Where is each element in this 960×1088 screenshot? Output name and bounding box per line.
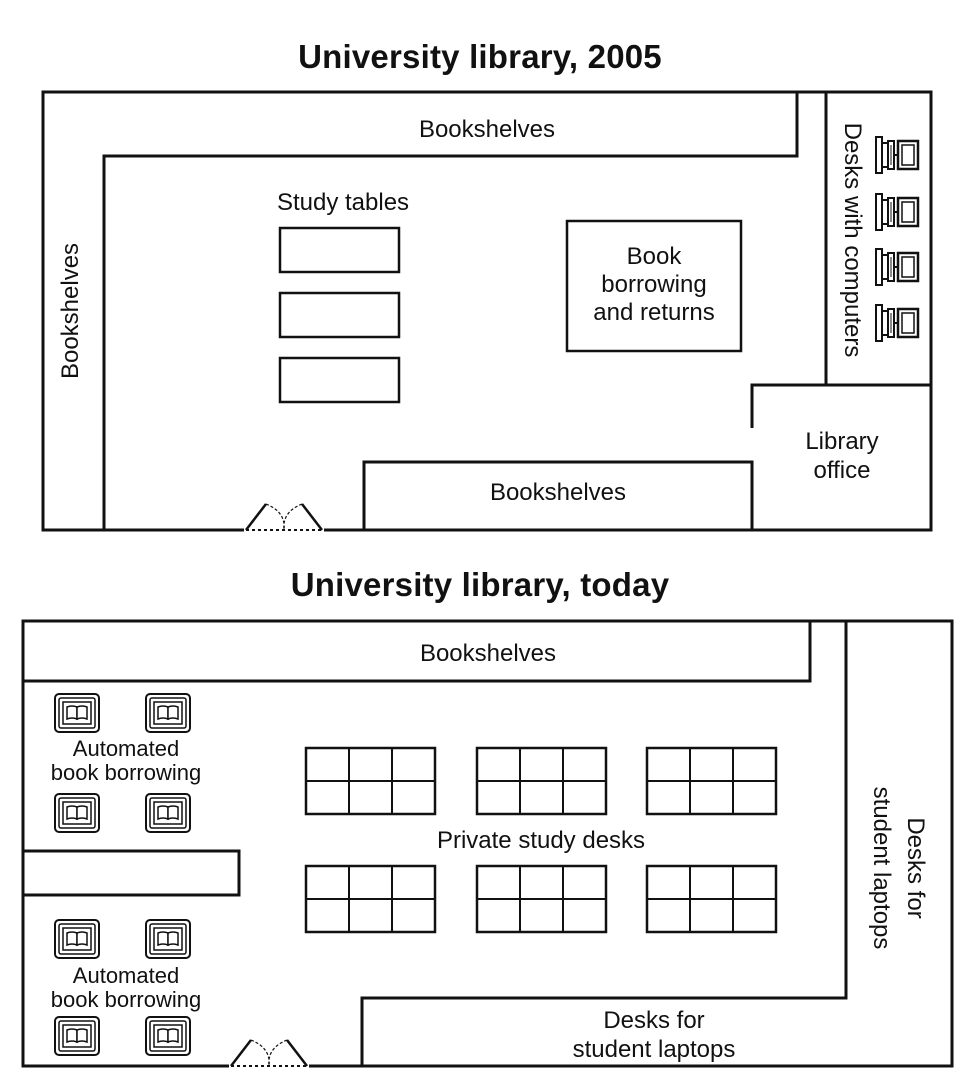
automated-borrowing-lower-label-line2: book borrowing — [51, 987, 201, 1012]
plan-2005-title: University library, 2005 — [298, 38, 662, 75]
book-kiosk-icon — [145, 919, 191, 959]
private-study-desk-block — [475, 864, 608, 934]
laptop-desks-bottom-label-line2: student laptops — [573, 1036, 736, 1063]
study-table — [278, 356, 401, 404]
bookshelves-top-left-2005 — [41, 90, 799, 532]
desktop-computer-icon — [874, 303, 920, 343]
laptop-desks-area — [360, 621, 848, 1066]
book-borrowing-desk — [565, 219, 743, 353]
book-kiosk-icon — [54, 793, 100, 833]
desktop-computer-icon — [874, 247, 920, 287]
desktop-computer-icon — [874, 135, 920, 175]
study-table — [278, 291, 401, 339]
partition-shelf — [21, 849, 241, 897]
bookshelves-bottom-label-2005: Bookshelves — [490, 479, 626, 506]
private-study-desk-block — [304, 746, 437, 816]
book-borrowing-label-line1: Book — [627, 243, 683, 270]
automated-borrowing-lower-label-line1: Automated — [73, 963, 179, 988]
plan-2005: Bookshelves Bookshelves Desks with compu… — [41, 90, 933, 533]
desktop-computer-icon — [874, 192, 920, 232]
laptop-desks-bottom-label-line1: Desks for — [603, 1007, 704, 1034]
bookshelves-top-label-today: Bookshelves — [420, 640, 556, 667]
bookshelves-left-label-2005: Bookshelves — [57, 243, 84, 379]
study-table — [278, 226, 401, 274]
book-borrowing-label-line3: and returns — [593, 299, 714, 326]
book-kiosk-icon — [145, 693, 191, 733]
book-borrowing-label-line2: borrowing — [601, 271, 706, 298]
book-kiosk-icon — [54, 693, 100, 733]
study-tables-label: Study tables — [277, 189, 409, 216]
private-study-desk-block — [645, 746, 778, 816]
bookshelves-top-today — [21, 619, 812, 683]
double-door-icon — [244, 503, 324, 533]
book-kiosk-icon — [145, 1016, 191, 1056]
library-office-label-line2: office — [814, 457, 871, 484]
desks-with-computers-label: Desks with computers — [839, 123, 866, 358]
private-study-desk-block — [645, 864, 778, 934]
book-kiosk-icon — [54, 919, 100, 959]
book-kiosk-icon — [54, 1016, 100, 1056]
laptop-desks-right-label-line1: Desks for — [902, 817, 929, 918]
library-office-label-line1: Library — [805, 428, 878, 455]
plan-today: Bookshelves student laptops Desks for De… — [21, 619, 954, 1069]
plan-today-title: University library, today — [290, 566, 670, 603]
automated-borrowing-upper-label-line1: Automated — [73, 736, 179, 761]
laptop-desks-right-label-line2: student laptops — [868, 787, 895, 950]
private-study-desks-label: Private study desks — [437, 827, 645, 854]
double-door-icon — [229, 1039, 309, 1069]
bookshelves-bottom-2005 — [362, 460, 754, 532]
private-study-desk-block — [304, 864, 437, 934]
private-study-desk-block — [475, 746, 608, 816]
bookshelves-top-label-2005: Bookshelves — [419, 116, 555, 143]
book-kiosk-icon — [145, 793, 191, 833]
automated-borrowing-upper-label-line2: book borrowing — [51, 760, 201, 785]
